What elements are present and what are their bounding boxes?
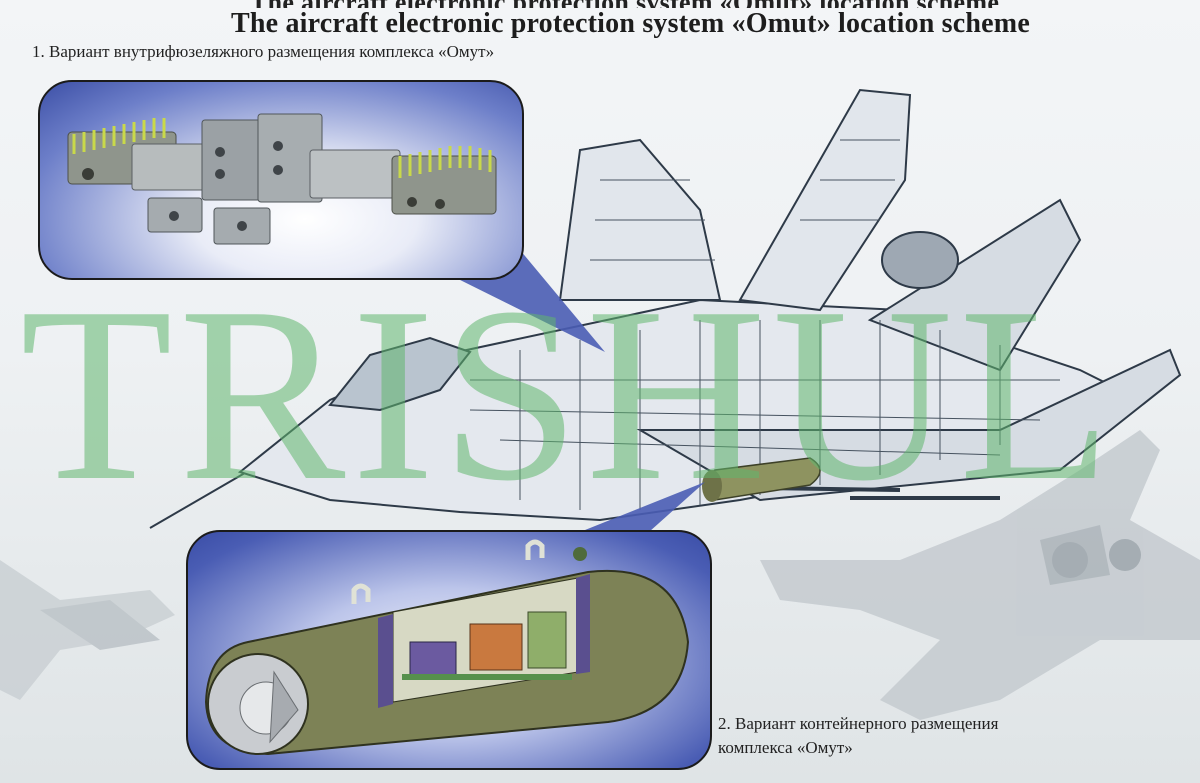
pod-rail (402, 674, 572, 680)
vertical-tail-right (738, 88, 912, 312)
caption-pod-line1: 2. Вариант контейнерного размещения (718, 714, 999, 733)
pod-handle-right (525, 539, 545, 560)
pod-container-panel (186, 530, 712, 770)
grey-unit-right (309, 149, 401, 199)
pod-ring-front (378, 614, 393, 708)
canopy (328, 336, 472, 412)
pod-electronics-green (527, 611, 567, 669)
cut-off-title: The aircraft electronic protection syste… (250, 0, 1100, 8)
caption-internal-variant: 1. Вариант внутрифюзеляжного размещения … (32, 42, 495, 61)
callout-pointer-pod (560, 482, 705, 540)
caption-pod-variant: 2. Вариант контейнерного размещения комп… (718, 712, 1078, 760)
pod-ring-rear (576, 574, 590, 674)
tall-module-1 (201, 119, 265, 201)
pod-electronics-orange (469, 623, 523, 671)
background-jet-right (760, 430, 1200, 720)
page-title: The aircraft electronic protection syste… (231, 8, 1030, 39)
pod-electronics-purple (409, 641, 457, 677)
watermark-text: TRISHUL (20, 256, 1118, 533)
internal-equipment-panel (38, 80, 524, 280)
caption-pod-line2: комплекса «Омут» (718, 738, 853, 757)
pod-connector (573, 547, 587, 561)
wing-upper (867, 198, 1082, 372)
heatsink-unit-right (391, 146, 497, 215)
equipment-units-illustration (67, 113, 497, 245)
pod-handle-left (351, 583, 371, 604)
omut-pod-small (702, 457, 821, 502)
pod-cutaway-illustration (204, 539, 690, 756)
background-jet-left (0, 560, 175, 700)
engine-intake (881, 231, 959, 289)
